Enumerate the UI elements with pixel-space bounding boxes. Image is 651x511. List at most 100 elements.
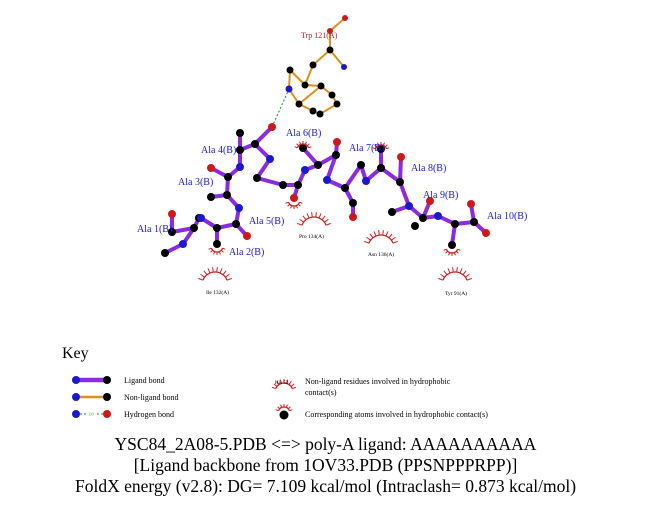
caption-line: [Ligand backbone from 1OV33.PDB (PPSNPPP… bbox=[133, 455, 518, 475]
ligand-atom bbox=[243, 232, 251, 240]
nonligand-atom bbox=[333, 100, 341, 108]
ligand-atom bbox=[213, 224, 221, 232]
ligand-atom bbox=[232, 220, 240, 228]
ligand-atom bbox=[397, 153, 405, 161]
nonligand-bond bbox=[298, 85, 322, 105]
legend-ligand-bond: Ligand bond bbox=[72, 376, 165, 385]
nonligand-bond bbox=[329, 17, 346, 32]
hydrophobic-arc bbox=[294, 141, 312, 149]
nonligand-atom bbox=[326, 46, 334, 54]
nonligand-atom bbox=[317, 82, 325, 90]
ligand-atom bbox=[332, 151, 340, 159]
nonligand-bond bbox=[329, 49, 345, 68]
residue-label: Ala 10(B) bbox=[487, 211, 527, 222]
legend-hbond-distance: 3.0 bbox=[89, 412, 94, 417]
ligand-bond bbox=[255, 176, 285, 187]
hydrophobic-arc bbox=[438, 267, 472, 281]
ligand-bond bbox=[253, 125, 274, 146]
ligand-residue-labels: Ala 1(B) Ala 2(B) Ala 3(B) Ala 4(B) Ala … bbox=[137, 128, 527, 258]
hydrophobic-arc bbox=[372, 142, 390, 150]
ligand-atom bbox=[294, 181, 302, 189]
ligand-atom bbox=[349, 213, 357, 221]
legend-label: Hydrogen bond bbox=[124, 410, 174, 419]
ligand-atom bbox=[362, 177, 370, 185]
legend-label: Corresponding atoms involved in hydropho… bbox=[305, 410, 488, 419]
ligand-bond bbox=[398, 155, 403, 184]
ligand-atom bbox=[279, 181, 287, 189]
nonligand-bond bbox=[304, 64, 314, 86]
nonligand-atom bbox=[301, 81, 309, 89]
caption: YSC84_2A08-5.PDB <=> poly-A ligand: AAAA… bbox=[0, 434, 651, 497]
nonligand-bond bbox=[312, 49, 331, 66]
ligand-bond bbox=[343, 163, 363, 190]
nonligand-atom bbox=[295, 100, 303, 108]
ligand-atom bbox=[236, 163, 244, 171]
ligand-atom bbox=[482, 229, 490, 237]
legend-label: Non-ligand bond bbox=[124, 393, 178, 402]
ligand-atom bbox=[405, 202, 413, 210]
ligand-atom bbox=[448, 241, 456, 249]
legend-hydrophobic-example: His 53 bbox=[275, 381, 289, 386]
residue-label: Ala 7(B) bbox=[349, 143, 384, 154]
caption-line: FoldX energy (v2.8): DG= 7.109 kcal/mol … bbox=[74, 476, 577, 496]
residue-label: Ala 8(B) bbox=[411, 163, 446, 174]
ligand-atom bbox=[470, 218, 478, 226]
residue-label: Ala 3(B) bbox=[178, 177, 213, 188]
nonligand-bond bbox=[289, 69, 306, 86]
legend-label: Non-ligand residues involved in hydropho… bbox=[305, 377, 451, 386]
ligand-atom bbox=[236, 146, 244, 154]
ligand-atom bbox=[207, 193, 215, 201]
nonligand-atom bbox=[328, 91, 336, 99]
legend-hydrogen-bond: 3.0 Hydrogen bond bbox=[72, 410, 174, 419]
hydrophobic-arc bbox=[443, 248, 461, 256]
nonligand-atom bbox=[316, 110, 324, 118]
ligand-atom bbox=[251, 140, 259, 148]
nonligand-atom bbox=[285, 85, 293, 93]
hydrophobic-arc bbox=[198, 267, 232, 281]
ligand-atom bbox=[426, 197, 434, 205]
ligand-bond bbox=[398, 180, 411, 208]
ligand-atom bbox=[190, 224, 198, 232]
ligand-atom bbox=[396, 178, 404, 186]
ligand-atom bbox=[253, 174, 261, 182]
legend-label: Ligand bond bbox=[124, 376, 165, 385]
ligand-atom bbox=[168, 210, 176, 218]
legend-label: contact(s) bbox=[305, 388, 337, 397]
nonligand-atom bbox=[309, 107, 317, 115]
ligand-atom bbox=[349, 199, 357, 207]
hydrophobic-residue-label: Ile 132(A) bbox=[206, 289, 229, 296]
nonligand-atom bbox=[341, 64, 347, 70]
ligand-atom bbox=[223, 191, 231, 199]
ligand-atom bbox=[235, 204, 243, 212]
residue-label: Ala 4(B) bbox=[201, 145, 236, 156]
ligand-atom bbox=[268, 123, 276, 131]
ligand-atom bbox=[197, 214, 205, 222]
ligand-atom bbox=[419, 214, 427, 222]
ligand-atom bbox=[411, 222, 419, 230]
hydrophobic-residue-label: Pro 134(A) bbox=[299, 233, 324, 240]
ligand-atom bbox=[290, 194, 298, 202]
ligand-atom bbox=[266, 155, 274, 163]
ligand-atom bbox=[357, 161, 365, 169]
ligand-atom bbox=[323, 176, 331, 184]
ligand-atom bbox=[434, 212, 442, 220]
hydrophobic-residue-labels: Ile 132(A) Pro 134(A) Asn 136(A) Tyr 91(… bbox=[206, 233, 467, 297]
residue-label: Ala 5(B) bbox=[249, 216, 284, 227]
residue-label: Ala 6(B) bbox=[286, 128, 321, 139]
ligand-atom bbox=[301, 166, 309, 174]
ligand-atom bbox=[236, 129, 244, 137]
residue-label: Ala 9(B) bbox=[423, 190, 458, 201]
caption-line: YSC84_2A08-5.PDB <=> poly-A ligand: AAAA… bbox=[114, 434, 537, 454]
atoms bbox=[161, 15, 490, 257]
hydrophobic-residue-label: Asn 136(A) bbox=[368, 251, 394, 258]
hydrophobic-arc bbox=[275, 404, 293, 412]
nonligand-atom bbox=[342, 15, 348, 21]
hydrophobic-arc bbox=[297, 212, 331, 226]
legend-title: Key bbox=[62, 345, 89, 362]
legend-nonligand-bond: Non-ligand bond bbox=[72, 393, 178, 402]
ligand-atom bbox=[451, 220, 459, 228]
ligand-atom bbox=[299, 144, 307, 152]
legend: Key Ligand bond Non-ligand bond 3.0 Hydr… bbox=[62, 345, 488, 420]
hydrophobic-contacts bbox=[198, 141, 472, 281]
